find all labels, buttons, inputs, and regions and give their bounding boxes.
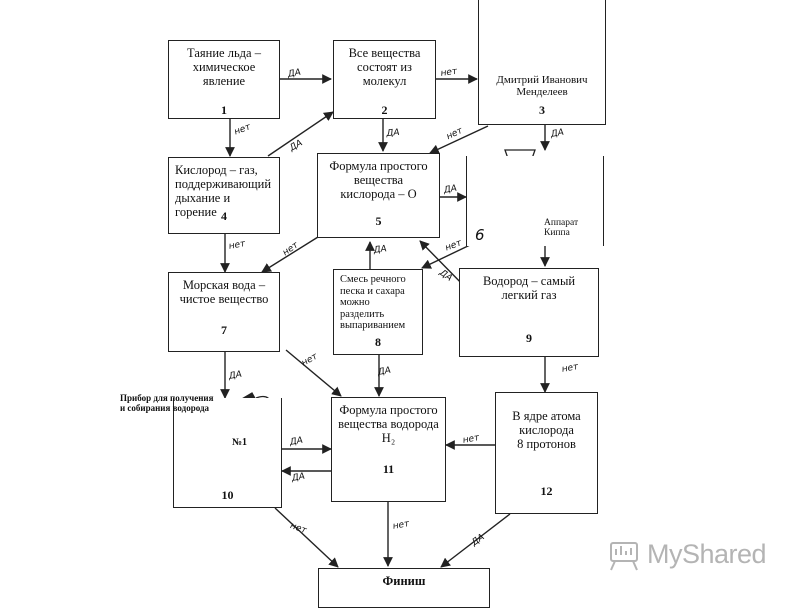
box-10-number: 10 — [221, 488, 234, 502]
box-7: Морская вода –чистое вещество 7 — [168, 272, 280, 352]
box-4-number: 4 — [221, 209, 227, 223]
finish-label: Финиш — [382, 574, 426, 588]
box-9-number: 9 — [526, 331, 532, 345]
box-finish: Финиш — [318, 568, 490, 608]
box-3-number: 3 — [539, 103, 545, 117]
edge-3-5 — [429, 125, 489, 154]
edge-4-2 — [267, 111, 334, 157]
edge-label-8-5: ДА — [373, 244, 388, 256]
box-6-caption: Аппарат Киппа — [544, 218, 579, 238]
edge-10-finish — [274, 507, 339, 568]
box-2-number: 2 — [381, 103, 388, 117]
box-7-text: Морская вода –чистое вещество — [179, 278, 269, 306]
myshared-logo: MyShared — [607, 537, 767, 571]
box-6: Аппарат Киппа 6 — [466, 156, 604, 246]
edge-label-2-5: ДА — [386, 127, 401, 139]
logo-text: MyShared — [647, 538, 767, 569]
box-10: 10 — [173, 398, 282, 508]
edge-12-finish — [440, 513, 511, 568]
box-1-number: 1 — [221, 103, 227, 117]
box-12-number: 12 — [540, 484, 553, 498]
logo-board-icon — [610, 542, 638, 571]
edge-5-7 — [261, 236, 319, 273]
box-7-number: 7 — [221, 323, 227, 337]
box-11-number: 11 — [382, 462, 395, 476]
box-8-number: 8 — [375, 335, 381, 349]
box-10-device-label: №1 — [232, 437, 248, 448]
edge-7-11 — [285, 349, 342, 397]
box-6-number: 6 — [475, 226, 485, 244]
edge-6-8 — [421, 244, 471, 269]
box-5-number: 5 — [375, 214, 382, 228]
